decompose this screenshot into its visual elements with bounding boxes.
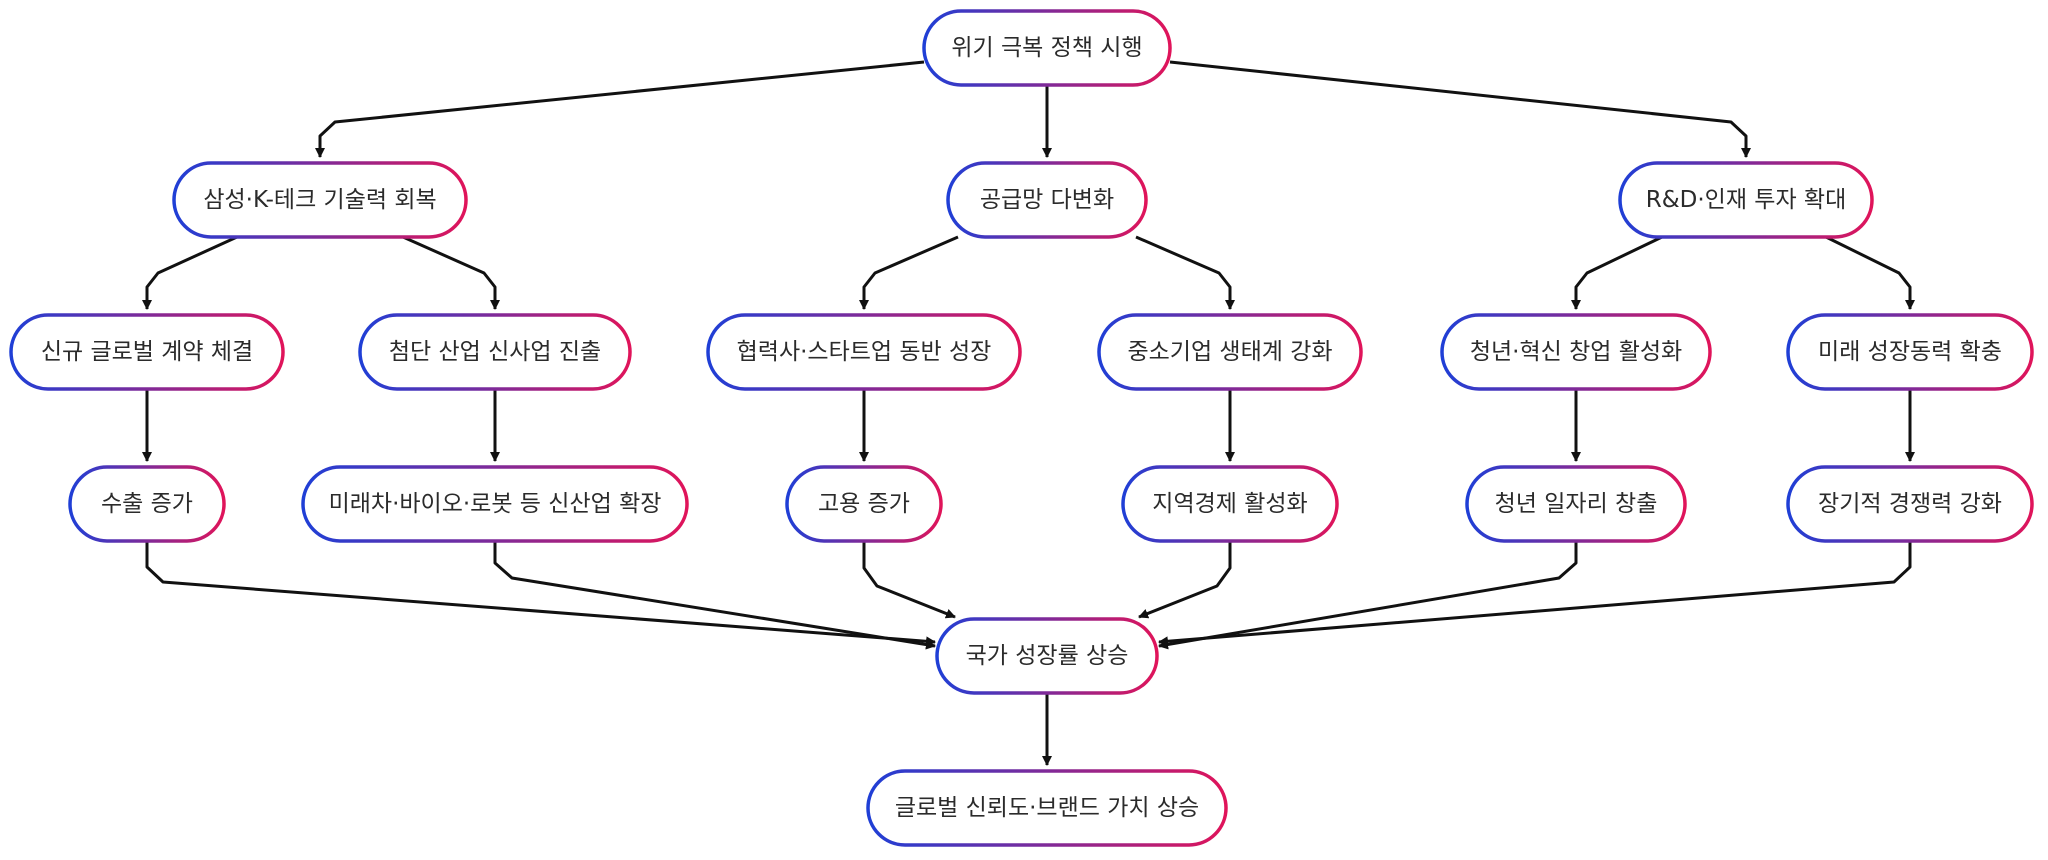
node-label: 미래 성장동력 확충 bbox=[1818, 339, 2002, 365]
node-box bbox=[946, 161, 1148, 239]
node-box bbox=[9, 313, 285, 391]
edge-rnd-investment-to-future-growth-engine bbox=[1825, 235, 1915, 310]
node-box bbox=[68, 465, 226, 543]
node-box bbox=[1465, 465, 1687, 543]
node-label: 협력사·스타트업 동반 성장 bbox=[737, 339, 992, 365]
edge-long-term-competitiveness-to-national-growth bbox=[1158, 541, 1912, 647]
node-sme-ecosystem: 중소기업 생태계 강화 bbox=[1097, 313, 1363, 391]
node-label: 삼성·K-테크 기술력 회복 bbox=[203, 187, 436, 213]
node-label: 장기적 경쟁력 강화 bbox=[1818, 491, 2002, 517]
node-national-growth: 국가 성장률 상승 bbox=[935, 617, 1159, 695]
node-regional-economy: 지역경제 활성화 bbox=[1121, 465, 1339, 543]
node-employment-increase: 고용 증가 bbox=[785, 465, 943, 543]
node-box bbox=[1786, 313, 2034, 391]
node-box bbox=[706, 313, 1022, 391]
node-box bbox=[1440, 313, 1712, 391]
node-label: 공급망 다변화 bbox=[980, 187, 1114, 213]
node-box bbox=[358, 313, 632, 391]
node-export-increase: 수출 증가 bbox=[68, 465, 226, 543]
node-label: R&D·인재 투자 확대 bbox=[1646, 187, 1847, 213]
node-box bbox=[301, 465, 689, 543]
node-label: 미래차·바이오·로봇 등 신산업 확장 bbox=[329, 491, 662, 517]
node-global-contracts: 신규 글로벌 계약 체결 bbox=[9, 313, 285, 391]
edge-employment-increase-to-national-growth bbox=[862, 541, 956, 619]
node-label: 위기 극복 정책 시행 bbox=[951, 35, 1142, 61]
node-future-growth-engine: 미래 성장동력 확충 bbox=[1786, 313, 2034, 391]
edge-crisis-policy-to-rnd-investment bbox=[1169, 60, 1751, 158]
node-box bbox=[1786, 465, 2034, 543]
node-label: 지역경제 활성화 bbox=[1152, 491, 1307, 517]
edge-new-industry-expansion-to-national-growth bbox=[493, 541, 936, 650]
edge-supply-chain-diversification-to-sme-ecosystem bbox=[1135, 235, 1235, 310]
node-youth-startup: 청년·혁신 창업 활성화 bbox=[1440, 313, 1712, 391]
node-new-industry-expansion: 미래차·바이오·로봇 등 신산업 확장 bbox=[301, 465, 689, 543]
node-long-term-competitiveness: 장기적 경쟁력 강화 bbox=[1786, 465, 2034, 543]
node-box bbox=[866, 769, 1228, 847]
node-box bbox=[922, 9, 1172, 87]
edge-layer bbox=[142, 60, 1915, 766]
edge-supply-chain-diversification-to-partner-startup-growth bbox=[859, 235, 959, 310]
node-box bbox=[935, 617, 1159, 695]
edge-regional-economy-to-national-growth bbox=[1138, 541, 1232, 619]
node-samsung-tech-recovery: 삼성·K-테크 기술력 회복 bbox=[172, 161, 468, 239]
edge-youth-jobs-to-national-growth bbox=[1158, 541, 1578, 650]
node-partner-startup-growth: 협력사·스타트업 동반 성장 bbox=[706, 313, 1022, 391]
node-label: 국가 성장률 상승 bbox=[966, 643, 1129, 669]
edge-export-increase-to-national-growth bbox=[145, 541, 936, 647]
node-box bbox=[1097, 313, 1363, 391]
edge-samsung-tech-recovery-to-advanced-industry bbox=[402, 235, 500, 310]
node-label: 수출 증가 bbox=[101, 491, 193, 517]
node-advanced-industry: 첨단 산업 신사업 진출 bbox=[358, 313, 632, 391]
node-global-trust-brand: 글로벌 신뢰도·브랜드 가치 상승 bbox=[866, 769, 1228, 847]
node-label: 청년·혁신 창업 활성화 bbox=[1470, 339, 1682, 365]
node-youth-jobs: 청년 일자리 창출 bbox=[1465, 465, 1687, 543]
node-label: 청년 일자리 창출 bbox=[1495, 491, 1658, 517]
node-box bbox=[172, 161, 468, 239]
node-label: 첨단 산업 신사업 진출 bbox=[389, 339, 601, 365]
node-supply-chain-diversification: 공급망 다변화 bbox=[946, 161, 1148, 239]
node-box bbox=[785, 465, 943, 543]
node-rnd-investment: R&D·인재 투자 확대 bbox=[1618, 161, 1874, 239]
edge-samsung-tech-recovery-to-global-contracts bbox=[142, 235, 238, 310]
node-crisis-policy: 위기 극복 정책 시행 bbox=[922, 9, 1172, 87]
node-label: 중소기업 생태계 강화 bbox=[1127, 339, 1332, 365]
node-box bbox=[1618, 161, 1874, 239]
node-label: 글로벌 신뢰도·브랜드 가치 상승 bbox=[895, 795, 1199, 821]
edge-crisis-policy-to-samsung-tech-recovery bbox=[315, 60, 925, 158]
edge-rnd-investment-to-youth-startup bbox=[1571, 235, 1663, 310]
node-label: 고용 증가 bbox=[818, 491, 910, 517]
node-label: 신규 글로벌 계약 체결 bbox=[41, 339, 253, 365]
node-box bbox=[1121, 465, 1339, 543]
